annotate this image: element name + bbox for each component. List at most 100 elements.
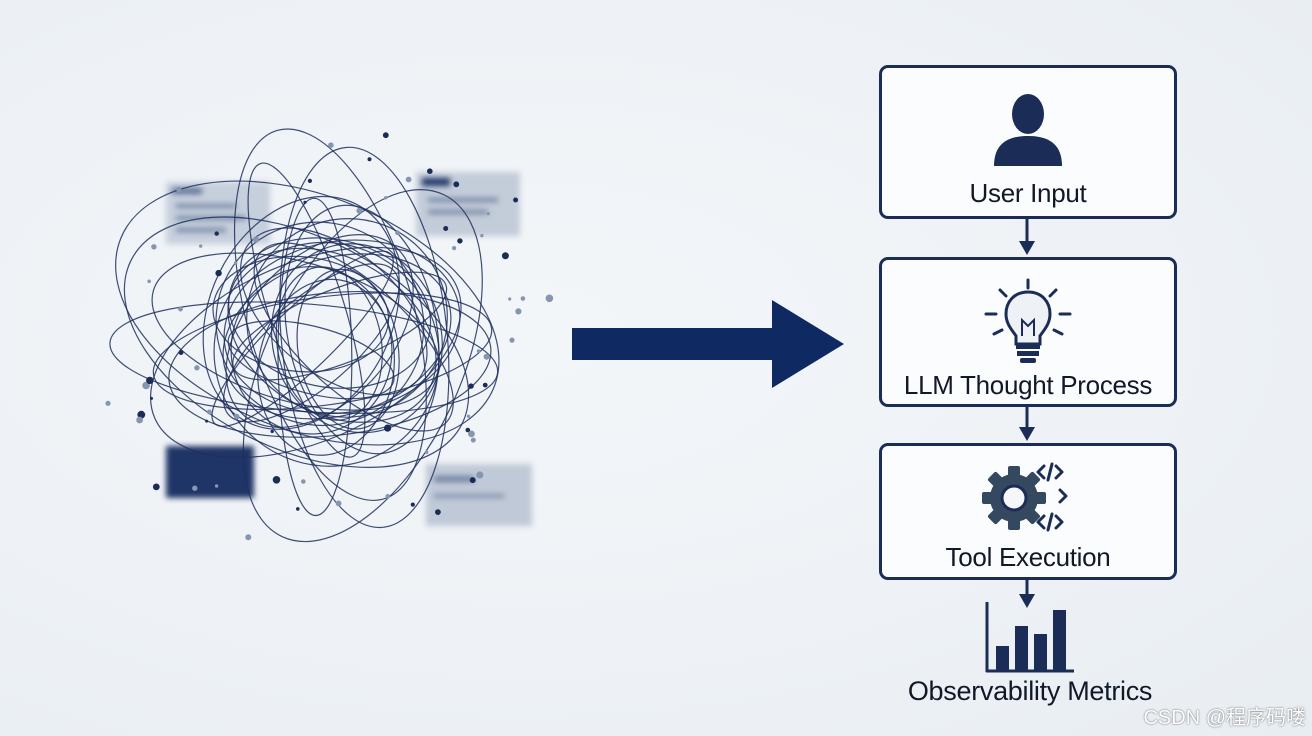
tangle-dot	[205, 419, 209, 423]
tangle-dot	[435, 509, 441, 515]
tangle-dot	[214, 484, 219, 488]
tangle-dot	[452, 246, 457, 251]
tangle-dot	[307, 178, 312, 183]
lightbulb-icon	[984, 278, 1072, 363]
tangle-dot	[469, 477, 476, 484]
tangle-dot	[146, 376, 154, 385]
tangle-dot	[245, 534, 252, 541]
tangle-dot	[150, 396, 153, 400]
step-label: LLM Thought Process	[903, 370, 1153, 400]
tangle-line	[115, 180, 500, 446]
tangle-dot	[105, 400, 111, 406]
tangle-line	[277, 197, 353, 517]
tangle-dot	[199, 244, 203, 248]
tangle-dot	[466, 414, 471, 418]
tangle-dot	[272, 476, 281, 484]
tangle-dot	[335, 500, 342, 507]
tangle-dot	[470, 437, 476, 443]
tangle-dot	[192, 485, 198, 491]
tangle-line	[242, 189, 483, 543]
step-label: Tool Execution	[945, 542, 1111, 572]
tangle-dot	[545, 294, 554, 303]
tangle-line	[223, 263, 400, 423]
tangle-dot	[385, 494, 391, 499]
tangle-dot	[328, 142, 334, 148]
tangle-dot	[303, 200, 307, 204]
tangle-line	[247, 162, 366, 458]
chaos-illustration	[100, 110, 580, 580]
tangle-dot	[301, 479, 306, 484]
transform-arrow	[572, 300, 844, 388]
tangle-dot	[152, 483, 160, 491]
connector-arrow-3	[1019, 580, 1035, 608]
tangle-line	[222, 253, 452, 420]
tangle-dot	[515, 308, 522, 315]
tangle-line	[257, 278, 395, 456]
flow-step-tool-execution: Tool Execution	[879, 443, 1177, 580]
tangled-lines	[105, 128, 554, 543]
tangle-dot	[482, 382, 488, 388]
tangle-line	[279, 146, 450, 529]
tangle-dot	[468, 383, 474, 389]
tangle-dot	[214, 231, 219, 236]
final-label: Observability Metrics	[907, 676, 1153, 706]
tangle-line	[123, 216, 470, 468]
tangle-line	[213, 241, 440, 467]
tangle-dot	[194, 365, 200, 371]
tangle-dot	[395, 230, 400, 236]
tangle-dot	[147, 279, 151, 284]
tangle-dot	[468, 430, 475, 438]
tangle-dot	[178, 306, 183, 312]
tangle-dot	[270, 429, 274, 434]
tangle-dot	[296, 507, 300, 511]
tangle-dot	[486, 212, 490, 216]
flow-step-user-input: User Input	[879, 65, 1177, 219]
gear-code-icon	[982, 462, 1068, 532]
step-label: User Input	[969, 178, 1087, 208]
tangle-dot	[215, 269, 222, 277]
tangle-dot	[508, 297, 512, 301]
tangle-line	[284, 204, 440, 455]
bar-chart-icon	[985, 602, 1074, 673]
tangle-line	[227, 247, 437, 423]
tangle-dot	[457, 238, 463, 244]
tangle-dot	[136, 416, 143, 424]
tangle-dot	[465, 427, 471, 433]
tangle-dot	[206, 409, 212, 415]
tangle-dot	[382, 132, 389, 139]
tangle-dot	[252, 236, 260, 243]
tangle-dot	[453, 181, 460, 188]
tangle-line	[168, 290, 492, 438]
tangle-line	[225, 234, 414, 428]
tangle-dot	[476, 471, 484, 479]
tangle-dot	[483, 353, 490, 360]
tangle-dot	[501, 252, 509, 260]
tangle-line	[296, 268, 400, 430]
blurred-card-top-right	[416, 172, 520, 236]
watermark: CSDN @程序码喽	[1143, 707, 1306, 729]
tangle-dot	[367, 157, 372, 162]
tangle-line	[227, 320, 395, 400]
tangle-dot	[233, 413, 240, 420]
connector-arrow-2	[1019, 407, 1035, 441]
tangle-line	[212, 255, 390, 373]
tangle-dot	[384, 424, 392, 432]
tangle-dot	[178, 350, 184, 355]
user-icon	[994, 94, 1062, 166]
tangle-line	[152, 292, 493, 411]
tangle-dot	[356, 207, 363, 214]
flow-step-llm-thought: LLM Thought Process	[879, 257, 1177, 407]
tangle-dot	[405, 176, 412, 183]
tangle-dot	[520, 296, 526, 301]
tangle-dot	[176, 186, 182, 193]
tangle-dot	[443, 226, 449, 231]
tangle-dot	[410, 502, 415, 507]
tangle-dot	[384, 196, 388, 200]
connector-arrow-1	[1019, 219, 1035, 255]
tangle-dot	[476, 349, 481, 353]
tangle-dot	[513, 197, 519, 203]
tangle-dot	[480, 233, 484, 238]
tangle-dot	[151, 244, 157, 250]
tangle-dot	[427, 168, 433, 174]
tangle-line	[232, 271, 448, 381]
